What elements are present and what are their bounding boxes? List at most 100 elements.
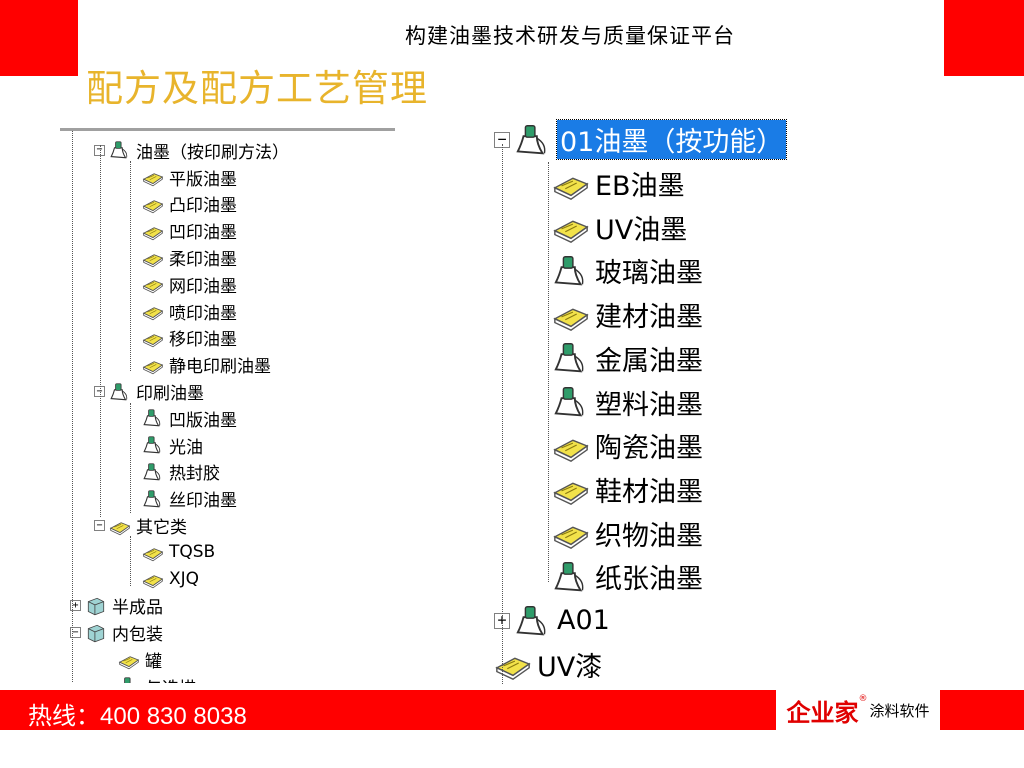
left-tree-item[interactable]: 丝印油墨 — [142, 485, 237, 512]
left-tree-item[interactable]: + 半成品 — [70, 593, 163, 620]
book-icon — [552, 166, 590, 202]
bottle-icon — [142, 489, 164, 509]
tree-item-label: 平版油墨 — [169, 169, 237, 190]
tree-item-label: 光油 — [169, 437, 203, 458]
bottle-icon — [142, 408, 164, 428]
tree-connector-line — [502, 144, 503, 684]
tree-connector-line — [130, 403, 131, 513]
bottle-icon — [552, 384, 590, 420]
tree-item-label: 陶瓷油墨 — [595, 433, 703, 465]
book-icon — [494, 646, 532, 682]
right-tree-item[interactable]: 金属油墨 — [552, 337, 703, 381]
left-tree-item[interactable]: − 印刷油墨 — [94, 378, 204, 405]
book-icon — [142, 194, 164, 214]
right-tree-item[interactable]: 建材油墨 — [552, 293, 703, 337]
tree-item-label: 静电印刷油墨 — [169, 357, 271, 378]
book-icon — [142, 301, 164, 321]
corner-accent-left — [0, 0, 78, 76]
left-tree-item[interactable]: 与选描 — [118, 673, 196, 683]
book-icon — [552, 428, 590, 464]
tree-connector-line — [72, 131, 73, 683]
bottle-icon — [552, 559, 590, 595]
tree-item-label: 网印油墨 — [169, 276, 237, 297]
book-icon — [142, 248, 164, 268]
company-logo: 企业家 ® 涂料软件 — [776, 690, 940, 730]
book-icon — [552, 297, 590, 333]
left-tree-item[interactable]: 凹印油墨 — [142, 217, 237, 244]
left-tree-item[interactable]: 平版油墨 — [142, 164, 237, 191]
right-tree-item[interactable]: 纸张油墨 — [552, 555, 703, 599]
tree-item-label: 织物油墨 — [595, 520, 703, 552]
book-icon — [118, 650, 140, 670]
left-tree-item[interactable]: 移印油墨 — [142, 325, 237, 352]
bottle-icon — [118, 676, 140, 683]
book-icon — [552, 209, 590, 245]
corner-accent-right — [944, 0, 1024, 76]
tree-connector-line — [100, 145, 101, 517]
book-icon — [142, 274, 164, 294]
book-icon — [142, 355, 164, 375]
left-tree-item[interactable]: 静电印刷油墨 — [142, 351, 271, 378]
tree-item-label: 塑料油墨 — [595, 389, 703, 421]
tree-item-label: 印刷油墨 — [136, 384, 204, 405]
expand-toggle-icon[interactable]: + — [70, 600, 81, 612]
logo-registered-mark: ® — [858, 694, 868, 704]
bottle-icon — [142, 435, 164, 455]
tree-connector-line — [548, 162, 549, 582]
collapse-toggle-icon[interactable]: − — [94, 520, 105, 532]
right-tree-item[interactable]: +A01 — [494, 599, 610, 643]
logo-sub-text: 涂料软件 — [869, 701, 930, 720]
tree-item-label: 建材油墨 — [595, 302, 703, 334]
left-tree-item[interactable]: XJQ — [142, 566, 199, 593]
right-tree-item[interactable]: −01油墨（按功能） — [494, 118, 788, 162]
tree-item-label: 罐 — [145, 652, 162, 673]
left-tree-item[interactable]: 凸印油墨 — [142, 191, 237, 218]
book-icon — [109, 516, 131, 536]
right-tree-item[interactable]: 塑料油墨 — [552, 380, 703, 424]
left-tree-panel: − 油墨（按印刷方法） 平版油墨凸印油墨凹印油墨柔印油墨网印油墨喷印油墨移印油墨静电… — [60, 128, 395, 683]
book-icon — [142, 569, 164, 589]
collapse-toggle-icon[interactable]: − — [94, 386, 105, 398]
left-tree-item[interactable]: 柔印油墨 — [142, 244, 237, 271]
left-tree-item[interactable]: 光油 — [142, 432, 203, 459]
hotline-text: 热线：400 830 8038 — [28, 703, 247, 730]
tree-item-label: 半成品 — [112, 598, 163, 619]
bottle-icon — [514, 603, 552, 639]
right-tree-item[interactable]: UV漆 — [494, 642, 602, 684]
book-icon — [142, 167, 164, 187]
right-tree-item[interactable]: 玻璃油墨 — [552, 249, 703, 293]
logo-main-text: 企业家 — [786, 697, 859, 727]
left-tree-item[interactable]: TQSB — [142, 539, 215, 566]
left-tree-item[interactable]: 网印油墨 — [142, 271, 237, 298]
bottle-icon — [109, 382, 131, 402]
left-tree-item[interactable]: 凹版油墨 — [142, 405, 237, 432]
right-tree-item[interactable]: UV油墨 — [552, 205, 687, 249]
tree-item-label: 与选描 — [145, 674, 196, 683]
bottle-icon — [109, 140, 131, 160]
tree-item-label: 玻璃油墨 — [595, 258, 703, 290]
tree-item-label: 鞋材油墨 — [595, 476, 703, 508]
section-title: 配方及配方工艺管理 — [86, 67, 428, 110]
tree-item-label: 油墨（按印刷方法） — [136, 142, 289, 163]
left-tree-item[interactable]: 罐 — [118, 646, 162, 673]
left-tree-item[interactable]: −内包装 — [70, 619, 163, 646]
left-tree-item[interactable]: 喷印油墨 — [142, 298, 237, 325]
right-tree-item[interactable]: 鞋材油墨 — [552, 468, 703, 512]
package-icon — [85, 623, 107, 643]
bottle-icon — [514, 122, 552, 158]
collapse-toggle-icon[interactable]: − — [94, 144, 105, 156]
right-tree-item[interactable]: 陶瓷油墨 — [552, 424, 703, 468]
left-tree-item[interactable]: − 油墨（按印刷方法） — [94, 137, 289, 164]
collapse-toggle-icon[interactable]: − — [70, 627, 81, 639]
left-tree-item[interactable]: −其它类 — [94, 512, 187, 539]
right-tree-item[interactable]: EB油墨 — [552, 162, 685, 206]
tree-item-label: XJQ — [169, 569, 200, 590]
right-tree-item[interactable]: 织物油墨 — [552, 511, 703, 555]
collapse-toggle-icon[interactable]: − — [494, 131, 510, 148]
tree-item-label: UV油墨 — [595, 214, 688, 246]
tree-item-label: 凹印油墨 — [169, 223, 237, 244]
book-icon — [142, 542, 164, 562]
left-tree-item[interactable]: 热封胶 — [142, 459, 220, 486]
book-icon — [142, 221, 164, 241]
tree-item-label: 热封胶 — [169, 464, 220, 485]
